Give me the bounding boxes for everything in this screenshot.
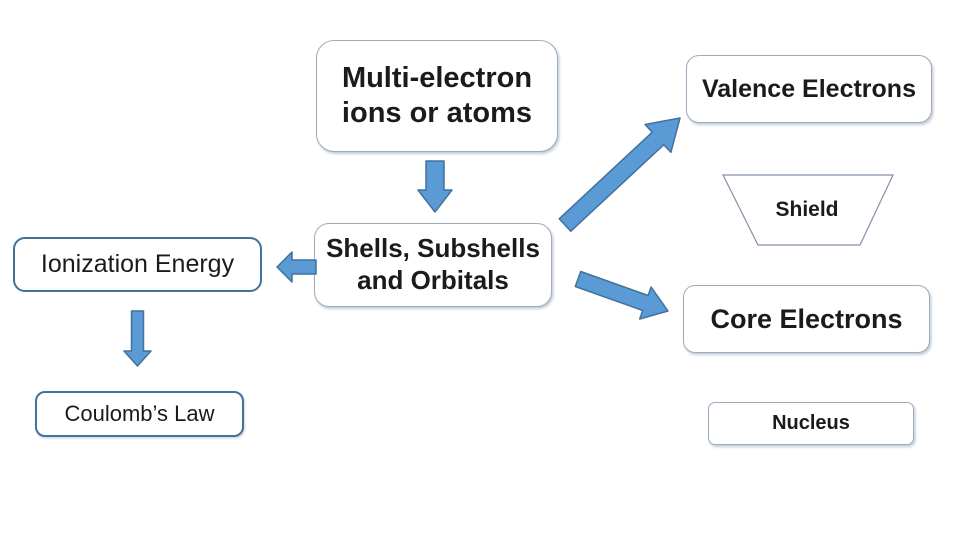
node-core-electrons-label: Core Electrons [710, 303, 903, 334]
node-coulombs-law: Coulomb’s Law [35, 391, 244, 437]
arrow-multi-electron-to-shells-icon [417, 160, 453, 213]
arrow-shells-to-ionization-energy-icon [276, 251, 317, 283]
node-coulombs-law-label: Coulomb’s Law [64, 400, 215, 426]
node-shells-label-line2: and Orbitals [357, 265, 509, 295]
node-valence-electrons-label: Valence Electrons [701, 74, 916, 103]
node-shield-label: Shield [775, 198, 839, 221]
node-nucleus-label: Nucleus [772, 412, 850, 435]
node-multi-electron-label-line2: ions or atoms [341, 97, 533, 129]
node-core-electrons: Core Electrons [683, 285, 930, 353]
node-multi-electron: Multi-electron ions or atoms [316, 40, 558, 152]
node-ionization-energy-label: Ionization Energy [40, 250, 235, 279]
shield-trapezoid-shape [722, 174, 894, 246]
node-ionization-energy: Ionization Energy [13, 237, 262, 292]
arrow-shells-to-valence-electrons-icon [558, 117, 681, 232]
arrow-shells-to-core-electrons-icon [574, 270, 669, 320]
node-shells-label-line1: Shells, Subshells [326, 233, 540, 264]
node-multi-electron-label-line1: Multi-electron [341, 61, 533, 94]
node-valence-electrons: Valence Electrons [686, 55, 932, 123]
node-shells-subshells-orbitals: Shells, Subshells and Orbitals [314, 223, 552, 307]
node-shield: Shield [718, 176, 896, 244]
node-nucleus: Nucleus [708, 402, 914, 445]
arrow-ionization-to-coulombs-law-icon [123, 310, 152, 367]
